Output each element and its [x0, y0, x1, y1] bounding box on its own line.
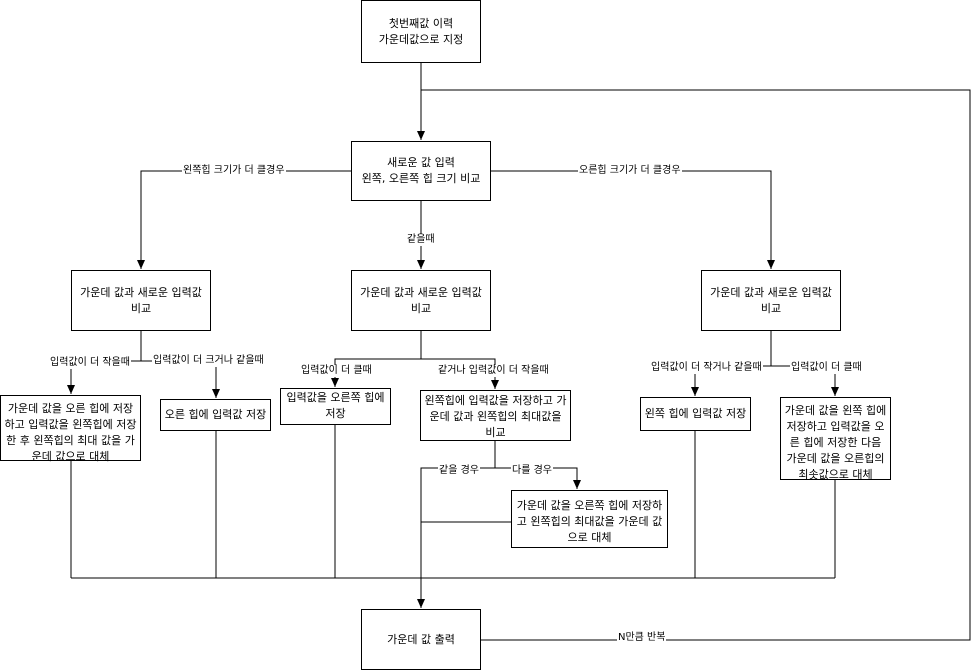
- compare-mid-text: 가운데 값과 새로운 입력값 비교: [360, 285, 482, 315]
- compare-mid-node: 가운데 값과 새로운 입력값 비교: [351, 270, 491, 331]
- label-repeat: N만큼 반복: [617, 632, 667, 644]
- edge-m-input-bigger: [331, 331, 422, 387]
- label-m-input-bigger: 입력값이 더 클때: [300, 365, 373, 377]
- label-r-input-smaller: 입력값이 더 작거나 같을때: [650, 362, 763, 374]
- label-diff-case: 다를 경우: [511, 465, 553, 477]
- compare-left-text: 가운데 값과 새로운 입력값 비교: [80, 285, 202, 315]
- label-equal: 같을때: [406, 234, 436, 246]
- output-node: 가운데 값 출력: [361, 609, 481, 670]
- mid-action-2-text: 왼쪽힙에 입력값을 저장하고 가운데 값과 왼쪽힙의 최대값을 비교: [424, 394, 567, 439]
- label-m-input-smaller: 같거나 입력값이 더 작을때: [437, 365, 550, 377]
- left-action-2-text: 오른 힙에 입력값 저장: [164, 408, 267, 421]
- right-action-2-text: 가운데 값을 왼쪽 힙에 저장하고 입력값을 오른 힙에 저장한 다음 가운데 …: [784, 404, 887, 481]
- output-node-text: 가운데 값 출력: [387, 632, 455, 646]
- start-node: 첫번째값 이력 가운데값으로 지정: [361, 0, 481, 63]
- compare-left-node: 가운데 값과 새로운 입력값 비교: [71, 270, 211, 331]
- compare-right-text: 가운데 값과 새로운 입력값 비교: [710, 285, 832, 315]
- label-left-bigger: 왼쪽힙 크기가 더 클경우: [182, 165, 286, 177]
- mid-action-1-text: 입력값을 오른쪽 힙에 저장: [286, 391, 385, 420]
- mid-action-3-text: 가운데 값을 오른쪽 힙에 저장하고 왼쪽힙의 최대값을 가운데 값으로 대체: [516, 499, 663, 544]
- label-r-input-bigger: 입력값이 더 클때: [790, 362, 863, 374]
- edge-right-bigger: [491, 170, 775, 269]
- mid-action-2: 왼쪽힙에 입력값을 저장하고 가운데 값과 왼쪽힙의 최대값을 비교: [420, 390, 571, 441]
- right-action-1-text: 왼쪽 힙에 입력값 저장: [644, 407, 747, 420]
- left-action-2: 오른 힙에 입력값 저장: [160, 399, 271, 431]
- label-right-bigger: 오른힙 크기가 더 클경우: [578, 165, 682, 177]
- compare-heaps-node: 새로운 값 입력 왼쪽, 오른쪽 힙 크기 비교: [351, 141, 491, 201]
- label-l-input-bigger: 입력값이 더 크거나 같을때: [152, 355, 265, 367]
- edge-left-bigger: [137, 170, 351, 269]
- left-action-1-text: 가운데 값을 오른 힙에 저장하고 입력값을 왼쪽힙에 저장한 후 왼쪽힙의 최…: [4, 402, 137, 463]
- label-l-input-smaller: 입력값이 더 작을때: [49, 357, 131, 369]
- left-action-1: 가운데 값을 오른 힙에 저장하고 입력값을 왼쪽힙에 저장한 후 왼쪽힙의 최…: [0, 395, 141, 463]
- mid-action-3: 가운데 값을 오른쪽 힙에 저장하고 왼쪽힙의 최대값을 가운데 값으로 대체: [511, 490, 668, 548]
- edge-repeat-loop: [421, 89, 971, 641]
- start-node-text: 첫번째값 이력 가운데값으로 지정: [378, 16, 464, 46]
- compare-right-node: 가운데 값과 새로운 입력값 비교: [701, 270, 841, 331]
- right-action-1: 왼쪽 힙에 입력값 저장: [640, 397, 751, 431]
- mid-action-1: 입력값을 오른쪽 힙에 저장: [280, 388, 391, 425]
- compare-heaps-text: 새로운 값 입력 왼쪽, 오른쪽 힙 크기 비교: [361, 156, 481, 185]
- label-same-case: 같을 경우: [438, 465, 480, 477]
- right-action-2: 가운데 값을 왼쪽 힙에 저장하고 입력값을 오른 힙에 저장한 다음 가운데 …: [780, 397, 891, 481]
- edge-m-input-smaller: [421, 358, 499, 389]
